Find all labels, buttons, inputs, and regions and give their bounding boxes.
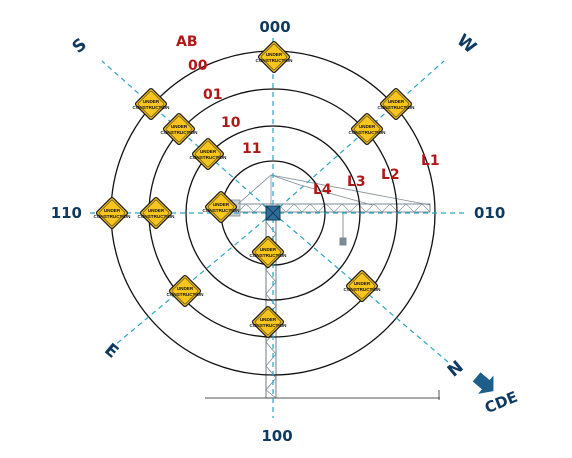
- crane-ties: [237, 174, 431, 206]
- svg-text:UNDER: UNDER: [266, 52, 283, 57]
- svg-text:CONSTRUCTION: CONSTRUCTION: [189, 155, 227, 160]
- svg-text:CONSTRUCTION: CONSTRUCTION: [137, 214, 175, 219]
- svg-text:UNDER: UNDER: [177, 286, 194, 291]
- svg-text:CONSTRUCTION: CONSTRUCTION: [166, 292, 204, 297]
- header-label: AB: [176, 34, 198, 50]
- axis-diagonal-ne: [272, 60, 445, 214]
- dashed-axes: [90, 38, 465, 418]
- direction-label-n: N: [444, 357, 468, 381]
- crane-jib: [227, 199, 431, 217]
- level-label: L4: [313, 182, 332, 198]
- svg-text:UNDER: UNDER: [260, 247, 277, 252]
- level-label: L2: [381, 167, 400, 183]
- ring-code: 10: [221, 115, 241, 131]
- svg-text:CONSTRUCTION: CONSTRUCTION: [93, 214, 131, 219]
- svg-text:CONSTRUCTION: CONSTRUCTION: [255, 58, 293, 63]
- axis-label-right: 010: [474, 204, 505, 222]
- svg-text:UNDER: UNDER: [260, 317, 277, 322]
- crane-hook: [339, 212, 347, 246]
- axis-diagonal-nw: [101, 60, 274, 214]
- cde-label: CDE: [482, 388, 520, 417]
- cde-arrow-icon: [472, 372, 494, 394]
- svg-text:CONSTRUCTION: CONSTRUCTION: [348, 130, 386, 135]
- svg-text:UNDER: UNDER: [354, 281, 371, 286]
- svg-text:UNDER: UNDER: [359, 124, 376, 129]
- svg-text:UNDER: UNDER: [213, 202, 230, 207]
- direction-label-e: E: [100, 340, 122, 363]
- svg-text:CONSTRUCTION: CONSTRUCTION: [249, 253, 287, 258]
- level-label: L3: [347, 174, 366, 190]
- axis-diagonal-se: [272, 212, 449, 363]
- svg-text:UNDER: UNDER: [388, 99, 405, 104]
- axis-diagonal-sw: [114, 212, 274, 346]
- svg-text:UNDER: UNDER: [104, 208, 121, 213]
- direction-label-s: S: [69, 35, 91, 58]
- axis-label-top: 000: [259, 18, 290, 36]
- svg-text:CONSTRUCTION: CONSTRUCTION: [377, 105, 415, 110]
- svg-text:UNDER: UNDER: [171, 124, 188, 129]
- ring-code: 01: [203, 87, 222, 103]
- svg-text:UNDER: UNDER: [148, 208, 165, 213]
- svg-text:CONSTRUCTION: CONSTRUCTION: [132, 105, 170, 110]
- ring-code: 11: [242, 141, 261, 157]
- axis-label-left: 110: [51, 204, 82, 222]
- svg-text:CONSTRUCTION: CONSTRUCTION: [202, 208, 240, 213]
- axis-label-bottom: 100: [261, 427, 292, 445]
- svg-text:CONSTRUCTION: CONSTRUCTION: [249, 323, 287, 328]
- direction-label-w: W: [453, 30, 480, 58]
- svg-text:UNDER: UNDER: [200, 149, 217, 154]
- svg-text:CONSTRUCTION: CONSTRUCTION: [160, 130, 198, 135]
- level-label: L1: [421, 153, 440, 169]
- svg-text:UNDER: UNDER: [143, 99, 160, 104]
- center-hub: [265, 205, 281, 221]
- ring-code: 00: [188, 58, 208, 74]
- svg-text:CONSTRUCTION: CONSTRUCTION: [343, 287, 381, 292]
